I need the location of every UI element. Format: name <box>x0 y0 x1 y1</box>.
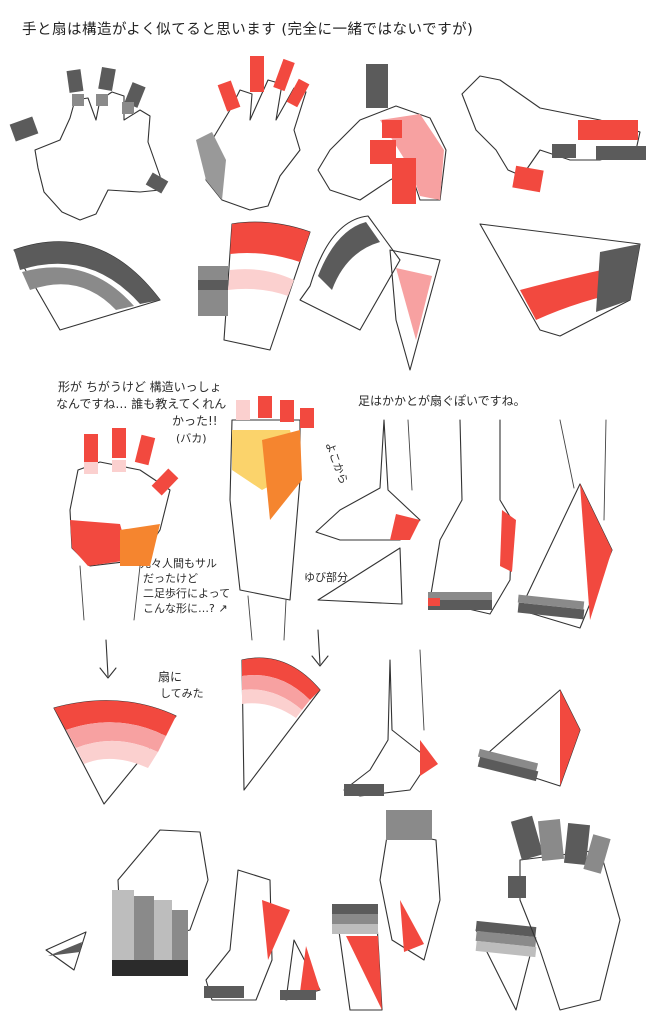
hand-blue-gray-fingers <box>112 829 209 976</box>
note-ancestor-4: こんな形に…? ↗ <box>143 602 228 615</box>
foot-cone-small <box>477 689 581 787</box>
note-toe-part: ゆび部分 <box>304 571 348 584</box>
open-hand-gray <box>9 66 169 221</box>
arrow-down-left <box>99 639 117 679</box>
fan-dark-red <box>299 215 441 371</box>
foot-top-blue <box>379 810 441 961</box>
hand-pink-reaching <box>461 75 646 193</box>
hand-gray-red-fingers <box>317 64 447 204</box>
hand-pink-fingers <box>196 56 310 211</box>
foot-front-blue <box>428 419 516 615</box>
page-title: 手と扇は構造がよく似てると思います (完全に一緒ではないですが) <box>22 22 474 38</box>
fan-palm-layered <box>53 700 177 805</box>
fan-stacked-gray-red <box>332 904 383 1011</box>
hand-blue-raised <box>508 815 621 1011</box>
fan-stacked-blue <box>475 920 537 1011</box>
foot-sole-colored <box>229 396 314 641</box>
note-ancestor-2: だったけど <box>143 572 198 585</box>
note-nobody-told: なんですね… 誰も教えてくれん <box>56 397 227 411</box>
note-ancestor-1: 元々人間もサル <box>140 557 217 570</box>
fan-pink-red <box>479 223 641 337</box>
fan-sole-layered <box>241 657 321 791</box>
foot-ankle-blue <box>343 649 438 797</box>
note-baka: (バカ) <box>176 432 207 445</box>
arrow-down-right <box>311 629 329 667</box>
note-ankle: 足はかかとが扇ぐぽいですね。 <box>358 394 526 408</box>
note-ancestor-3: 二足歩行によって <box>143 587 231 600</box>
note-shape-differs: 形が ちがうけど 構造いっしょ <box>58 380 222 394</box>
fan-red <box>198 221 311 351</box>
mini-fan-gray <box>45 931 87 971</box>
fan-gray <box>13 241 161 331</box>
note-fanned-1: 扇に <box>158 670 183 684</box>
mini-fan-red-gray <box>280 939 321 1001</box>
foot-cone <box>517 419 613 629</box>
foot-leg-blue <box>204 869 290 1001</box>
palm-colored <box>69 428 179 621</box>
foot-side-blue <box>315 419 421 541</box>
note-didnt-know: かった!! <box>172 414 218 428</box>
note-fanned-2: してみた <box>160 687 204 700</box>
toe-fan-triangle <box>317 547 403 605</box>
